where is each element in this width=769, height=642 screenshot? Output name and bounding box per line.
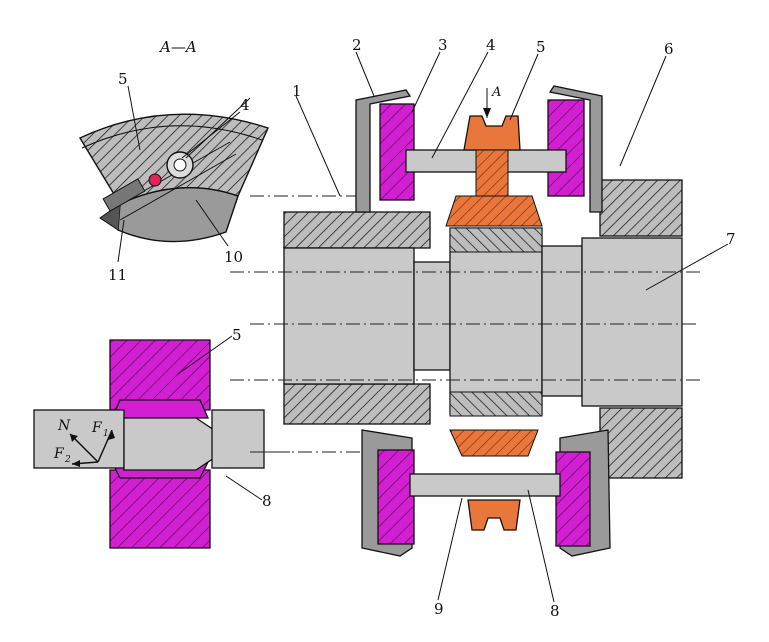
force-f1-label: F	[91, 420, 103, 436]
callout-labels: 5 4 10 11 5 8 1 2 3 4 5 6 7 9 8	[108, 36, 736, 620]
callout-5-section: 5	[118, 70, 128, 88]
force-f2-subscript: 2	[64, 455, 71, 465]
section-marker: A	[491, 85, 501, 100]
callout-10: 10	[224, 248, 243, 266]
section-title: A—A	[158, 38, 197, 56]
callout-4-section: 4	[240, 96, 250, 114]
callout-5-detail: 5	[232, 326, 242, 344]
main-cross-section: A	[230, 85, 700, 557]
callout-4: 4	[486, 36, 496, 54]
callout-3: 3	[438, 36, 448, 54]
section-a-a-view: A—A	[78, 38, 269, 243]
force-f1-subscript: 1	[103, 429, 109, 439]
force-f2-label: F	[53, 446, 65, 462]
callout-1: 1	[292, 82, 302, 100]
callout-11: 11	[108, 266, 127, 284]
callout-8: 8	[550, 602, 560, 620]
callout-6: 6	[664, 40, 674, 58]
force-detail-view: N F 1 F 2	[33, 339, 290, 549]
leader-lines	[117, 51, 729, 603]
callout-8-detail: 8	[262, 492, 272, 510]
callout-7: 7	[726, 230, 736, 248]
callout-2: 2	[352, 36, 362, 54]
callout-9: 9	[434, 600, 444, 618]
force-n-label: N	[57, 418, 71, 434]
callout-5: 5	[536, 38, 546, 56]
